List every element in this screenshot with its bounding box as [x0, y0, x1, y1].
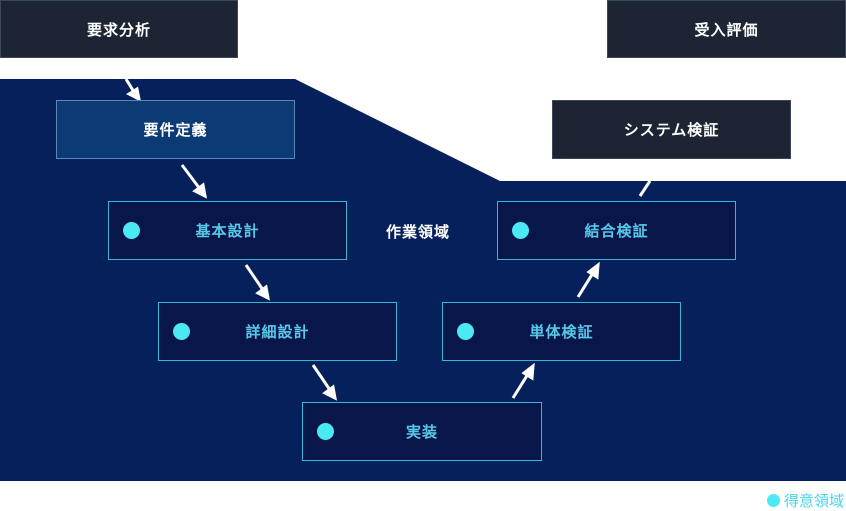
- acceptance-evaluation-label: 受入評価: [694, 20, 759, 39]
- strength-dot-icon: [457, 322, 474, 340]
- integration-test-label: 結合検証: [584, 222, 649, 240]
- requirements-analysis-label: 要求分析: [86, 20, 151, 39]
- basic-design-box: 基本設計: [108, 201, 347, 260]
- legend: 得意領域: [766, 490, 844, 510]
- requirements-analysis-box: 要求分析: [0, 0, 238, 58]
- flow-arrows: [124, 78, 652, 401]
- system-test-box: システム検証: [552, 100, 791, 159]
- requirements-definition-label: 要件定義: [143, 121, 208, 139]
- work-area-label: 作業領域: [386, 223, 451, 241]
- arrow-head: [125, 86, 142, 102]
- strength-dot-icon: [123, 221, 140, 239]
- strength-dot-icon: [317, 422, 334, 440]
- strength-dot-icon: [173, 322, 190, 340]
- detailed-design-label: 詳細設計: [245, 323, 310, 341]
- implementation-label: 実装: [405, 423, 438, 441]
- system-test-label: システム検証: [623, 121, 720, 139]
- arrow-head: [192, 182, 208, 199]
- detailed-design-box: 詳細設計: [158, 302, 397, 361]
- legend-dot-icon: [766, 493, 780, 507]
- unit-test-box: 単体検証: [442, 302, 681, 361]
- unit-test-label: 単体検証: [529, 323, 594, 341]
- requirements-definition-box: 要件定義: [56, 100, 295, 159]
- implementation-box: 実装: [302, 402, 542, 461]
- strength-dot-icon: [512, 221, 529, 239]
- legend-label: 得意領域: [783, 491, 844, 510]
- basic-design-label: 基本設計: [195, 222, 260, 240]
- acceptance-evaluation-box: 受入評価: [607, 0, 846, 58]
- integration-test-box: 結合検証: [497, 201, 736, 260]
